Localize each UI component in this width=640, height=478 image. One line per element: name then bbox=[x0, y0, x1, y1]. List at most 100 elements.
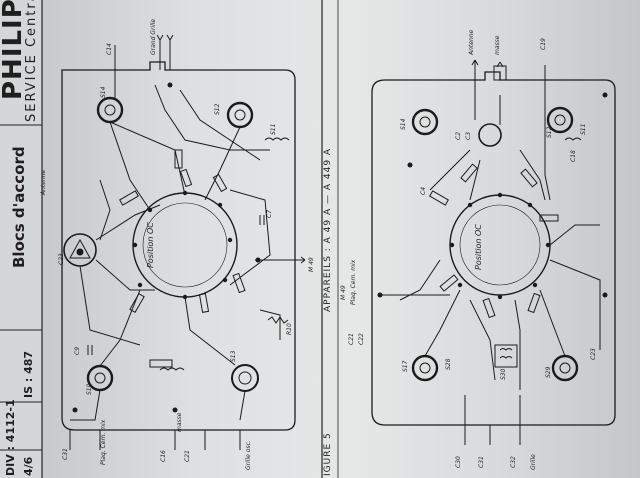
left-wire-5 bbox=[70, 179, 246, 421]
left-label-c23: C23 bbox=[58, 253, 65, 265]
right-label-plaq: Plaq. Cem. mix bbox=[350, 259, 357, 305]
appareils-caption: APPAREILS : A 49 A — A 449 A bbox=[323, 147, 333, 312]
left-coil-s13 bbox=[231, 364, 259, 392]
figure-label: IGURE 5 bbox=[323, 432, 333, 476]
left-label-masse: masse bbox=[176, 412, 183, 432]
left-resistor-1 bbox=[119, 190, 139, 206]
right-label-c32: C32 bbox=[510, 456, 517, 468]
left-winding-s11 bbox=[264, 137, 290, 141]
right-label-c31: C31 bbox=[478, 456, 485, 468]
left-label-s12: S12 bbox=[214, 103, 221, 115]
right-label-s28: S28 bbox=[445, 358, 452, 370]
right-label-masse: masse bbox=[494, 35, 501, 55]
right-label-c3: C3 bbox=[465, 131, 472, 140]
left-coil-s10-core bbox=[94, 372, 106, 384]
right-label-c2: C2 bbox=[455, 131, 462, 140]
left-diagram bbox=[61, 34, 306, 450]
right-label-s12: S12 bbox=[546, 126, 553, 138]
right-resistor-3 bbox=[539, 214, 559, 222]
left-label-plaq: Plaq. Cem. mix bbox=[100, 419, 107, 465]
right-label-c4: C4 bbox=[420, 186, 427, 195]
left-coil-s14-core bbox=[104, 104, 116, 116]
right-label-antenne: Antenne bbox=[468, 29, 475, 55]
right-label-grille: Grille bbox=[530, 454, 537, 470]
left-coil-s13-core bbox=[238, 371, 252, 385]
left-top-arrows bbox=[156, 34, 174, 41]
page-number: 4/6 bbox=[22, 456, 35, 476]
right-bottom-leads bbox=[464, 425, 521, 445]
right-coil-s14-core bbox=[419, 116, 431, 128]
left-label-c14: C14 bbox=[106, 43, 113, 55]
left-label-s13: S13 bbox=[230, 350, 237, 362]
left-resistor-8 bbox=[174, 149, 183, 169]
left-label-c7: C7 bbox=[266, 209, 273, 218]
left-resistor-7 bbox=[149, 359, 173, 368]
right-label-c22: C22 bbox=[358, 333, 365, 345]
right-label-s14: S14 bbox=[400, 118, 407, 130]
left-resistor-6 bbox=[198, 293, 210, 313]
right-resistor-4 bbox=[439, 274, 459, 292]
left-top-leads bbox=[114, 40, 171, 98]
right-label-c30: C30 bbox=[455, 456, 462, 468]
left-trimmer-triangle bbox=[69, 238, 91, 259]
left-label-s11: S11 bbox=[270, 123, 277, 135]
left-label-antenne: Antenne bbox=[40, 169, 47, 195]
right-coil-s14 bbox=[411, 108, 439, 136]
left-coil-s12 bbox=[226, 101, 254, 129]
header-strip bbox=[0, 0, 42, 478]
left-wire-2 bbox=[79, 204, 161, 346]
right-trimmer bbox=[478, 123, 502, 147]
right-resistor-7 bbox=[429, 190, 449, 206]
left-label-grand-grille: Grand Grille bbox=[150, 18, 157, 55]
left-label-s10: S10 bbox=[86, 383, 93, 395]
right-resistor-5 bbox=[482, 297, 496, 319]
left-trimmer-dot bbox=[76, 248, 84, 256]
right-wire-1 bbox=[429, 149, 546, 201]
is-code: IS : 487 bbox=[22, 350, 35, 398]
right-label-s29: S29 bbox=[545, 366, 552, 378]
right-wire-3 bbox=[474, 60, 551, 201]
right-wafer-inner bbox=[459, 204, 541, 286]
right-coil-s29-core bbox=[559, 362, 571, 374]
left-position-label: Position OC bbox=[146, 222, 155, 268]
right-wafer-switch bbox=[449, 194, 551, 296]
right-resistor-1 bbox=[460, 163, 478, 183]
right-label-c21: C21 bbox=[348, 333, 355, 345]
left-bottom-leads bbox=[69, 430, 241, 450]
left-label-c16: C16 bbox=[160, 450, 167, 462]
left-capacitor-c7 bbox=[259, 215, 265, 225]
left-label-grille: Grille osc. bbox=[245, 440, 252, 470]
left-coil-s14 bbox=[96, 96, 124, 124]
left-label-c9: C9 bbox=[74, 346, 81, 355]
left-m49-arrow bbox=[300, 256, 306, 264]
right-position-label: Position OC bbox=[474, 224, 483, 270]
right-label-s17: S17 bbox=[402, 360, 409, 372]
right-board-outline bbox=[371, 71, 616, 426]
left-label-s14: S14 bbox=[100, 86, 107, 98]
section-title: Blocs d'accord bbox=[10, 146, 28, 268]
right-winding-s11 bbox=[564, 137, 582, 141]
right-label-c18: C18 bbox=[570, 150, 577, 162]
right-coil-block bbox=[494, 344, 518, 368]
right-diagram bbox=[371, 59, 616, 445]
left-winding-2 bbox=[159, 367, 185, 371]
right-coil-s12-core bbox=[554, 114, 566, 126]
left-lugs bbox=[72, 82, 261, 413]
left-coil-s12-core bbox=[234, 109, 246, 121]
right-wire-4 bbox=[380, 224, 601, 350]
left-label-r10: R10 bbox=[286, 323, 293, 335]
right-top-terminal bbox=[493, 65, 507, 81]
left-resistor-4 bbox=[232, 272, 246, 294]
right-label-c23: C23 bbox=[590, 348, 597, 360]
left-wire-4 bbox=[154, 84, 270, 161]
left-label-c31: C31 bbox=[62, 448, 69, 460]
right-label-s11: S11 bbox=[580, 123, 587, 135]
left-label-m49: M 49 bbox=[308, 257, 315, 272]
div-code: DIV : 4112-1 bbox=[4, 399, 17, 476]
service-subtitle: SERVICE Central bbox=[24, 0, 39, 122]
right-coil-s29 bbox=[551, 354, 579, 382]
right-wire-2 bbox=[399, 259, 566, 357]
right-coil-s12 bbox=[546, 106, 574, 134]
left-capacitor-c9 bbox=[87, 345, 93, 355]
